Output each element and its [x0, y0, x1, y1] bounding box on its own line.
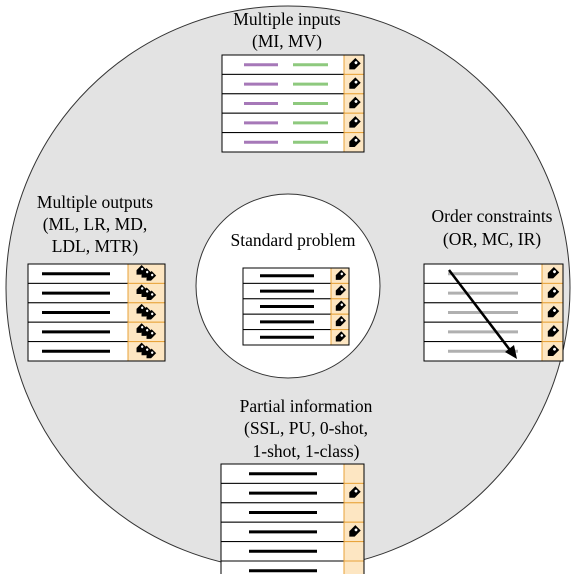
tag-icon [349, 116, 361, 128]
tag-icon [547, 344, 560, 357]
partial-frame [220, 463, 365, 574]
partial-information-label-line-2: (SSL, PU, 0-shot, [244, 418, 368, 438]
partial-row [220, 521, 365, 543]
standard-problem-label: Standard problem [231, 230, 356, 250]
multiple-outputs-table [27, 263, 166, 362]
multiple-outputs-group: Multiple outputs (ML, LR, MD, LDL, MTR) [27, 192, 166, 362]
tag-icon [335, 331, 347, 342]
order-constraints-label-line-2: (OR, MC, IR) [443, 229, 541, 249]
multi-tag-icon [136, 342, 157, 359]
tag-icon [547, 286, 560, 298]
tag-icon [335, 269, 347, 280]
standard-problem-group: Standard problem [231, 230, 356, 346]
multiple-inputs-label-line-1: Multiple inputs [233, 9, 341, 29]
outputs-frame [27, 263, 166, 362]
standard-row [242, 298, 350, 315]
tag-icon [349, 135, 361, 148]
tag-icon [547, 305, 560, 318]
order-row [423, 263, 564, 284]
multi-tag-icon [136, 284, 157, 301]
tag-icon [349, 96, 361, 109]
tag-icon [349, 57, 361, 70]
partial-information-label-line-3: 1-shot, 1-class) [253, 441, 360, 461]
standard-row [242, 329, 350, 346]
tag-icon [141, 287, 152, 298]
multiple-outputs-label-line-2: (ML, LR, MD, [43, 214, 148, 234]
order-constraints-label-line-1: Order constraints [431, 206, 552, 226]
multiple-inputs-group: Multiple inputs (MI, MV) [221, 9, 365, 153]
tag-icon [547, 266, 560, 279]
tag-icon [146, 329, 157, 339]
tag-cell [343, 560, 365, 574]
outputs-row [27, 282, 166, 304]
tag-icon [141, 306, 152, 317]
multiple-inputs-label-line-2: (MI, MV) [252, 31, 322, 51]
tag-icon [146, 309, 157, 320]
partial-row [220, 560, 365, 574]
tag-icon [141, 345, 152, 356]
partial-row [220, 482, 365, 504]
tag-icon [141, 268, 152, 278]
tag-icon [349, 77, 361, 89]
order-row [423, 321, 564, 343]
standard-row [242, 267, 350, 284]
tag-icon [146, 290, 157, 301]
order-frame [423, 263, 564, 362]
partial-row [220, 541, 365, 562]
tag-icon [136, 265, 147, 275]
outputs-row [27, 263, 166, 284]
outputs-row [27, 341, 166, 362]
partial-information-label-line-1: Partial information [240, 396, 373, 416]
tag-icon [335, 315, 347, 327]
tag-icon [547, 325, 560, 337]
tag-icon [136, 303, 147, 314]
multiple-outputs-label-line-3: LDL, MTR) [52, 236, 139, 256]
tag-icon [136, 342, 147, 353]
partial-information-table [220, 463, 365, 574]
tag-icon [136, 323, 147, 333]
partial-row [220, 502, 365, 523]
inputs-row [221, 54, 365, 75]
standard-problem-table [242, 267, 350, 346]
inputs-row [221, 132, 365, 153]
order-constraints-group: Order constraints (OR, MC, IR) [423, 206, 564, 362]
multi-tag-icon [136, 323, 157, 339]
inputs-row [221, 112, 365, 134]
standard-row [242, 282, 350, 300]
tag-icon [349, 525, 361, 537]
tag-cell [343, 541, 365, 562]
inputs-frame [221, 54, 365, 153]
tag-icon [335, 300, 347, 311]
standard-frame [242, 267, 350, 346]
partial-information-group: Partial information (SSL, PU, 0-shot, 1-… [220, 396, 373, 574]
multi-tag-icon [136, 265, 157, 281]
standard-row [242, 313, 350, 331]
partial-row [220, 463, 365, 484]
order-row [423, 302, 564, 323]
tag-icon [141, 326, 152, 336]
tag-icon [335, 285, 347, 296]
multi-tag-icon [136, 303, 157, 320]
tag-icon [146, 271, 157, 281]
tag-cell [343, 463, 365, 484]
order-constraints-table [423, 263, 564, 362]
order-row [423, 341, 564, 362]
tag-icon [349, 486, 361, 498]
inputs-row [221, 93, 365, 114]
tag-icon [146, 348, 157, 359]
tag-icon [136, 284, 147, 295]
multiple-outputs-label-line-1: Multiple outputs [37, 192, 153, 212]
inputs-row [221, 73, 365, 95]
tag-cell [343, 502, 365, 523]
order-row [423, 282, 564, 304]
outputs-row [27, 302, 166, 323]
outputs-row [27, 321, 166, 343]
multiple-inputs-table [221, 54, 365, 153]
order-arrow [448, 269, 517, 359]
